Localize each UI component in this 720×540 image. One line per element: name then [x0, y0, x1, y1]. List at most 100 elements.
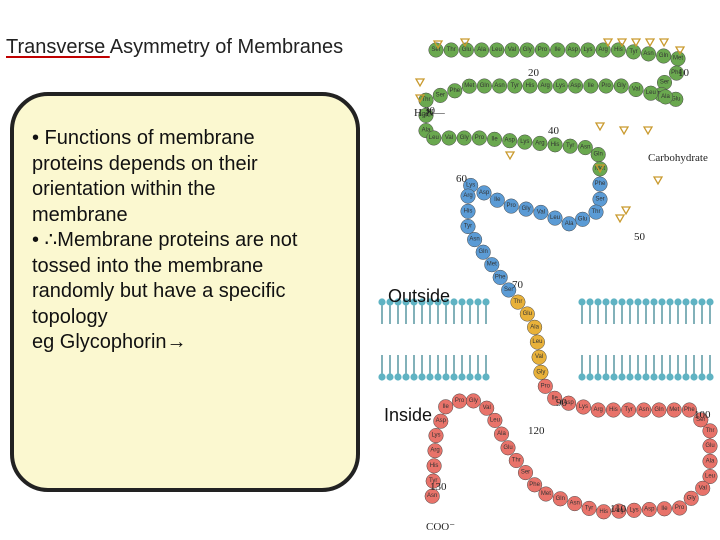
amino-acid-label: His	[614, 47, 623, 53]
amino-acid-residue	[683, 490, 699, 506]
body-line: orientation within the	[32, 178, 216, 200]
amino-acid-residue	[702, 468, 718, 485]
amino-acid-label: Arg	[614, 508, 623, 514]
amino-acid-label: Tyr	[429, 478, 437, 484]
amino-acid-label: Asp	[568, 47, 579, 53]
amino-acid-residue	[451, 393, 468, 409]
lipid-head	[690, 298, 698, 306]
amino-acid-label: Ser	[660, 80, 669, 86]
body-line: • Functions of membrane	[32, 127, 255, 149]
lipid-head	[674, 373, 682, 381]
lipid-head	[610, 373, 618, 381]
carbohydrate-label: Carbohydrate	[648, 152, 708, 164]
amino-acid-residue	[432, 87, 448, 103]
amino-acid-label: Gly	[523, 47, 532, 53]
sugar-residue-icon	[602, 38, 614, 48]
amino-acid-residue	[428, 428, 444, 444]
amino-acid-residue	[503, 198, 519, 214]
amino-acid-label: Asp	[479, 190, 490, 196]
sugar-residue-icon	[504, 151, 516, 161]
amino-acid-label: Gly	[687, 495, 696, 501]
lipid-head	[658, 298, 666, 306]
amino-acid-residue	[625, 44, 642, 60]
body-line: randomly but have a specific	[32, 280, 286, 302]
amino-acid-residue	[531, 349, 547, 365]
amino-acid-label: Leu	[490, 417, 500, 423]
amino-acid-residue	[668, 65, 685, 81]
lipid-head	[386, 373, 394, 381]
amino-acid-residue	[643, 85, 659, 101]
amino-acid-residue	[592, 176, 608, 192]
amino-acid-label: Val	[632, 87, 640, 93]
lipid-head	[706, 373, 714, 381]
lipid-bilayer	[378, 298, 714, 381]
amino-acid-residue	[447, 83, 463, 99]
amino-acid-residue	[552, 78, 568, 94]
amino-acid-residue	[426, 130, 442, 146]
slide-title: Transverse Asymmetry of Membranes	[6, 36, 343, 59]
amino-acid-residue	[517, 465, 534, 481]
amino-acid-residue	[580, 42, 596, 58]
amino-acid-residue	[611, 503, 627, 519]
amino-acid-residue	[657, 89, 674, 105]
lipid-head	[458, 298, 466, 306]
lipid-head	[594, 298, 602, 306]
lipid-head	[658, 373, 666, 381]
n-terminus-label: H₃N—	[414, 107, 446, 119]
sugar-residue-icon	[658, 38, 670, 48]
sugar-residue-icon	[414, 94, 426, 104]
residue-number: 40	[548, 125, 560, 137]
amino-acid-label: Val	[508, 47, 516, 53]
amino-acid-label: Pro	[601, 83, 611, 89]
amino-acid-label: Met	[487, 262, 497, 268]
amino-acid-label: Gln	[654, 407, 663, 413]
lipid-head	[434, 373, 442, 381]
amino-acid-label: Lys	[520, 139, 529, 145]
lipid-head	[394, 298, 402, 306]
amino-acid-residue	[681, 402, 697, 418]
carbohydrate-chains	[414, 38, 686, 224]
lipid-head	[634, 298, 642, 306]
residue-number: 30	[424, 105, 436, 117]
amino-acid-residue	[489, 42, 505, 58]
amino-acid-residue	[656, 501, 672, 517]
sugar-residue-icon	[614, 214, 626, 224]
lipid-head	[626, 298, 634, 306]
amino-acid-residue	[640, 46, 657, 62]
lipid-head	[626, 373, 634, 381]
sugar-residue-icon	[432, 40, 444, 50]
amino-acid-residue	[518, 201, 534, 217]
amino-acid-label: Gln	[594, 152, 603, 158]
amino-acid-residue	[565, 42, 581, 58]
amino-acid-label: Ala	[530, 324, 539, 330]
amino-acid-residue	[568, 78, 584, 94]
sugar-residue-icon	[414, 78, 426, 88]
amino-acid-residue	[702, 453, 718, 469]
amino-acid-label: Gln	[659, 53, 668, 59]
amino-acid-label: Ala	[497, 431, 506, 437]
sugar-residue-icon	[594, 164, 606, 174]
lipid-head	[706, 298, 714, 306]
residue-number: 90	[556, 397, 568, 409]
amino-acid-label: Arg	[463, 193, 472, 199]
sugar-residue-icon	[674, 46, 686, 56]
amino-acid-label: Thr	[513, 299, 522, 305]
lipid-head	[618, 373, 626, 381]
amino-acid-residue	[460, 188, 476, 204]
amino-acid-residue	[583, 78, 599, 94]
amino-acid-residue	[561, 395, 577, 411]
lipid-head	[610, 298, 618, 306]
amino-acid-residue	[522, 78, 538, 94]
lipid-head	[442, 373, 450, 381]
outside-label: Outside	[388, 286, 451, 306]
lipid-head	[618, 298, 626, 306]
lipid-head	[650, 373, 658, 381]
amino-acid-label: Pro	[538, 47, 548, 53]
amino-acid-label: Thr	[592, 209, 601, 215]
amino-acid-residue	[486, 131, 503, 147]
lipid-head	[682, 373, 690, 381]
body-line: tossed into the membrane	[32, 254, 264, 277]
amino-acid-label: Gly	[536, 369, 545, 375]
amino-acid-residue	[552, 491, 568, 507]
